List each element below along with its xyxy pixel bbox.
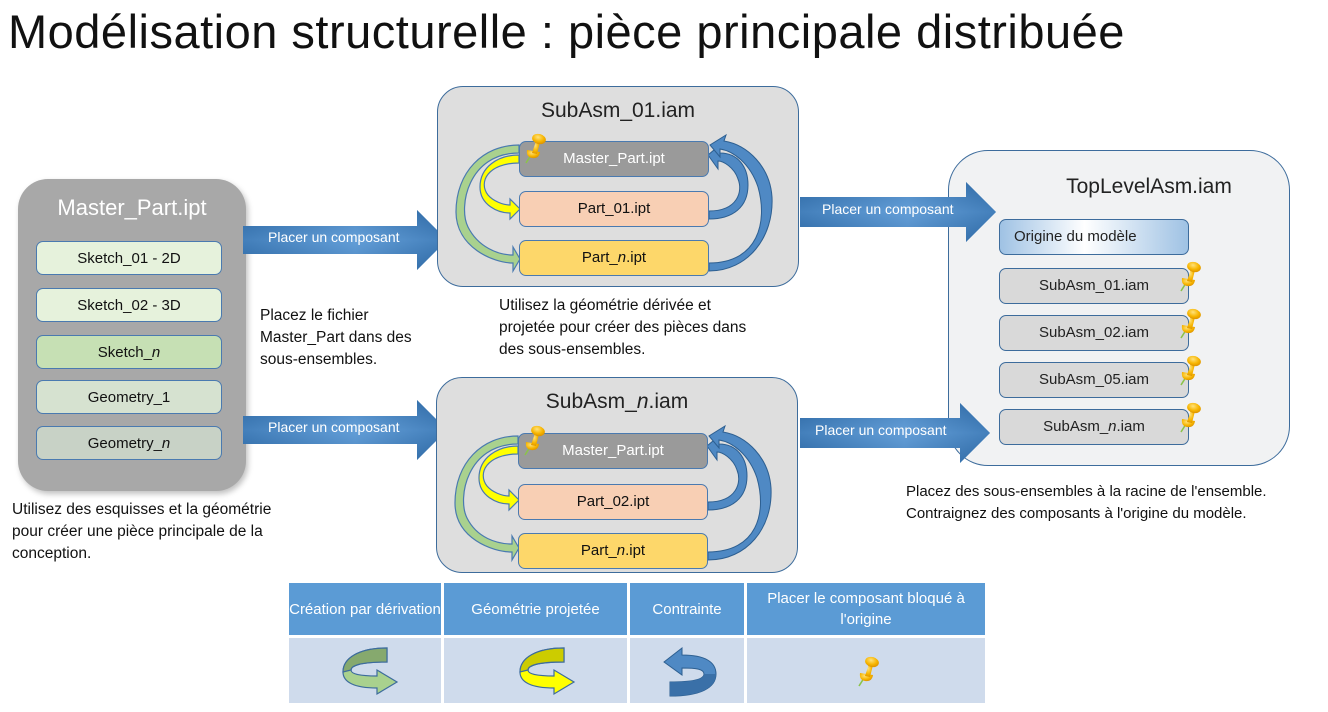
- top-level-title: TopLevelAsm.iam: [1066, 175, 1232, 198]
- part-instance: Part_01.ipt: [519, 191, 709, 227]
- pushpin-icon: [1180, 400, 1203, 433]
- pushpin-icon: [1180, 306, 1203, 339]
- place-component-arrow: Placer un composant: [243, 210, 449, 270]
- top-level-subassembly-item: SubAsm_01.iam: [999, 268, 1189, 304]
- subassembly-n: SubAsm_n.iam Master_Part.ipt Part_02.ipt…: [436, 377, 798, 573]
- relationship-arrows: [455, 133, 773, 274]
- master-part-container: Master_Part.ipt Sketch_01 - 2D Sketch_02…: [18, 179, 246, 491]
- master-part-item: Sketch_n: [36, 335, 222, 369]
- master-part-instance: Master_Part.ipt: [518, 433, 708, 469]
- arrow-label: Placer un composant: [822, 201, 954, 217]
- legend-header: Création par dérivation: [289, 583, 441, 635]
- master-part-item: Sketch_01 - 2D: [36, 241, 222, 275]
- part-n-instance: Part_n.ipt: [518, 533, 708, 569]
- master-part-title: Master_Part.ipt: [57, 195, 207, 220]
- subassembly-description: Utilisez la géométrie dérivée et projeté…: [499, 297, 747, 358]
- constraint-arrow-icon: [707, 424, 772, 561]
- pushpin-icon: [1180, 259, 1203, 292]
- arrow-label: Placer un composant: [268, 229, 400, 245]
- subassembly-title: SubAsm_01.iam: [540, 99, 696, 122]
- legend-header: Placer le composant bloqué à l'origine: [747, 583, 985, 635]
- top-level-subassembly-item: SubAsm_05.iam: [999, 362, 1189, 398]
- place-component-arrow: Placer un composant: [800, 403, 990, 463]
- master-part-item: Geometry_1: [36, 380, 222, 414]
- place-component-arrow: Placer un composant: [800, 182, 996, 242]
- slide-title: Modélisation structurelle : pièce princi…: [8, 5, 1125, 58]
- legend-header: Contrainte: [630, 583, 744, 635]
- middle-description: Placez le fichier Master_Part dans des s…: [260, 307, 412, 368]
- part-n-instance: Part_n.ipt: [519, 240, 709, 276]
- subassembly-01: SubAsm_01.iam Master_Part.ipt Part_01.ip…: [437, 86, 799, 287]
- master-part-instance: Master_Part.ipt: [519, 141, 709, 177]
- part-instance: Part_02.ipt: [518, 484, 708, 520]
- projected-geometry-arrow-icon: [478, 445, 520, 512]
- derive-arrow-icon: [454, 435, 520, 563]
- top-level-subassembly-item: SubAsm_02.iam: [999, 315, 1189, 351]
- subassembly-title: SubAsm_n.iam: [545, 390, 689, 413]
- legend-header: Géométrie projetée: [444, 583, 627, 635]
- place-component-arrow: Placer un composant: [243, 400, 449, 460]
- top-level-assembly: TopLevelAsm.iam Origine du modèle SubAsm…: [948, 150, 1290, 466]
- master-part-item: Geometry_n: [36, 426, 222, 460]
- constraint-arrow-icon: [708, 133, 773, 272]
- master-part-description: Utilisez des esquisses et la géométrie p…: [12, 501, 272, 562]
- arrow-label: Placer un composant: [815, 422, 947, 438]
- projected-geometry-arrow-icon: [479, 154, 521, 221]
- derive-arrow-icon: [342, 647, 399, 696]
- pushpin-icon: [1180, 353, 1203, 386]
- pushpin-icon: [525, 131, 548, 164]
- top-level-subassembly-item: SubAsm_n.iam: [999, 409, 1189, 445]
- constraint-arrow-icon: [663, 646, 717, 697]
- legend-cell: [747, 638, 985, 703]
- legend-cell: [444, 638, 627, 703]
- model-origin: Origine du modèle: [999, 219, 1189, 255]
- legend-cell: [630, 638, 744, 703]
- legend-cell: [289, 638, 441, 703]
- top-level-description: Placez des sous-ensembles à la racine de…: [906, 483, 1267, 522]
- pushpin-icon: [858, 654, 881, 687]
- master-part-item: Sketch_02 - 3D: [36, 288, 222, 322]
- projected-geometry-arrow-icon: [519, 647, 576, 696]
- arrow-label: Placer un composant: [268, 419, 400, 435]
- derive-arrow-icon: [455, 144, 521, 274]
- pushpin-icon: [524, 423, 547, 456]
- relationship-arrows: [454, 424, 772, 563]
